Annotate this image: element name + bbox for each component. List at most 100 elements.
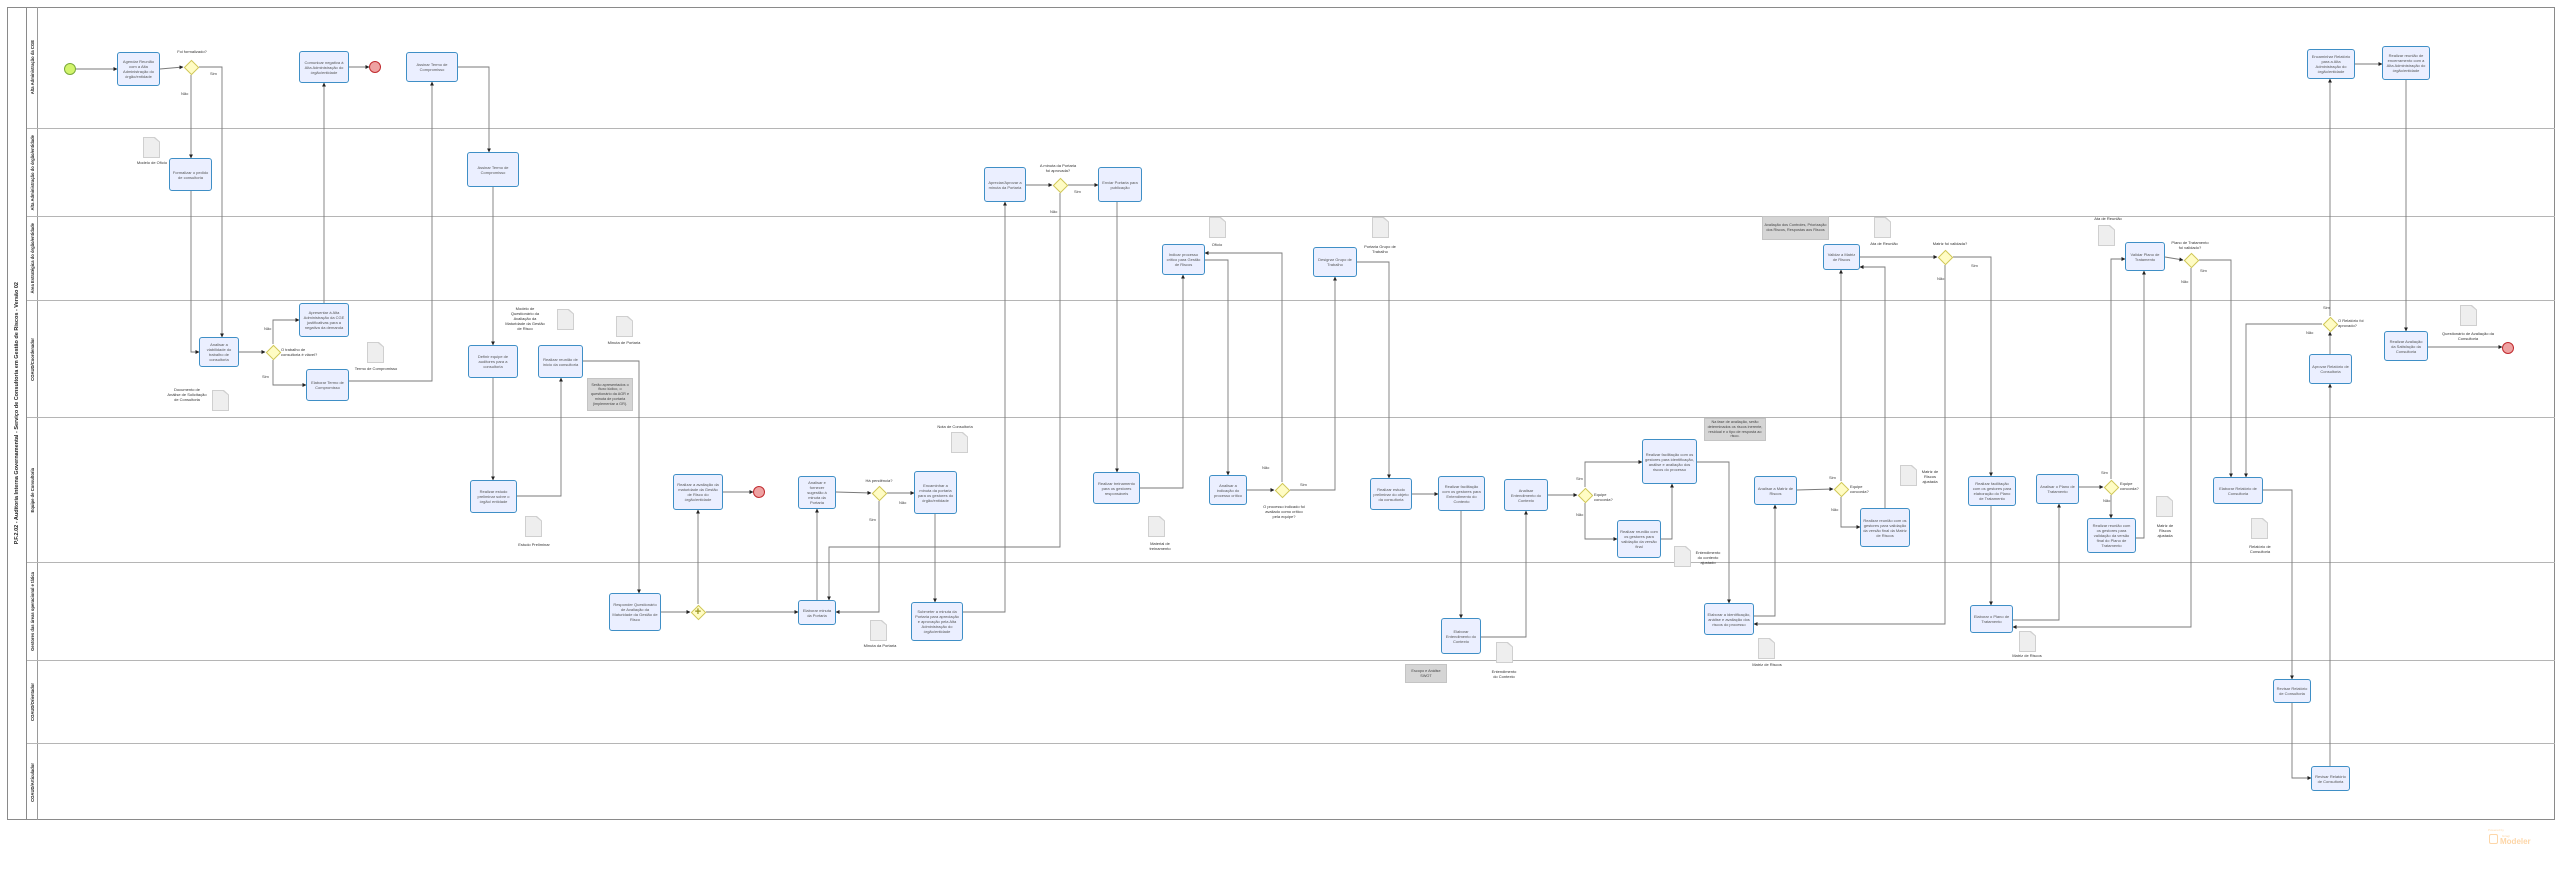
task-t2[interactable]: Comunicar negativa à Alta Administração … xyxy=(299,51,349,83)
task-t45[interactable]: Revisar Relatório de Consultoria xyxy=(2311,766,2350,791)
task-t8[interactable]: Elaborar Termo de Compromisso xyxy=(306,369,349,401)
task-t23[interactable]: Designar Grupo de Trabalho xyxy=(1313,247,1357,277)
document-icon xyxy=(1496,642,1513,663)
document-icon xyxy=(2156,496,2173,517)
document-label: Minuta da Portaria xyxy=(863,643,897,648)
task-t44[interactable]: Revisar Relatório de Consultoria xyxy=(2273,679,2311,703)
document-icon xyxy=(1148,516,1165,537)
gateway-question: O trabalho de consultoria é viável? xyxy=(281,347,318,357)
gateway-question: O processo indicado foi avaliado como cr… xyxy=(1263,504,1305,519)
document-label: Matriz de Riscos ajustada xyxy=(2156,523,2174,538)
task-t29[interactable]: Elaborar Entendimento do Contexto xyxy=(1441,618,1481,654)
task-t1[interactable]: Agendar Reunião com a Alta Administração… xyxy=(117,52,160,86)
branch-label: Não xyxy=(899,500,907,505)
document-label: Entendimento do Contexto xyxy=(1491,669,1517,679)
task-t28[interactable]: Realizar reunião com os gestores para va… xyxy=(1617,520,1661,558)
task-t42[interactable]: Realizar Avaliação da Satisfação da Cons… xyxy=(2384,331,2428,361)
document-icon xyxy=(1209,217,1226,238)
document-icon xyxy=(367,342,384,363)
task-t32[interactable]: Realizar reunião com os gestores para va… xyxy=(1860,508,1910,547)
lane-header: COAUD/Orientador xyxy=(27,661,38,743)
document-label: Material de treinamento xyxy=(1149,541,1171,551)
task-t39[interactable]: Encaminhar Relatório para a Alta Adminis… xyxy=(2307,49,2355,79)
task-t22[interactable]: Analisar a indicação do processo crítico xyxy=(1209,475,1247,505)
branch-label: Não xyxy=(1262,465,1270,470)
sequence-flow xyxy=(349,81,434,382)
task-t41[interactable]: Aprovar Relatório de Consultoria xyxy=(2309,354,2352,384)
task-t36[interactable]: Realizar reunião com os gestores para va… xyxy=(2087,518,2136,553)
task-t10[interactable]: Realizar reunião de início da consultori… xyxy=(538,345,583,378)
task-t26[interactable]: Analisar Entendimento do Contexto xyxy=(1504,479,1548,511)
sequence-flow xyxy=(272,318,300,344)
sequence-flow xyxy=(159,65,184,70)
document-label: Matriz de Riscos xyxy=(1752,662,1782,667)
task-t21[interactable]: Indicar processo crítico para Gestão de … xyxy=(1162,244,1205,275)
sequence-flow xyxy=(458,66,491,153)
sequence-flow xyxy=(1796,487,1834,492)
document-label: Ata de Reunião xyxy=(2094,216,2122,221)
sequence-flow xyxy=(1661,483,1674,540)
gateway-question: A minuta da Portaria foi aprovada? xyxy=(1039,163,1077,173)
task-t15[interactable]: Elaborar minuta da Portaria xyxy=(798,600,836,625)
document-icon xyxy=(2019,631,2036,652)
branch-label: Sim xyxy=(1576,476,1583,481)
task-t20[interactable]: Realizar treinamento para os gestores re… xyxy=(1093,472,1140,504)
branch-label: Não xyxy=(181,91,189,96)
task-t38[interactable]: Validar Plano de Tratamento xyxy=(2125,242,2165,271)
task-t35[interactable]: Analisar o Plano de Tratamento xyxy=(2036,474,2079,504)
task-t12[interactable]: Realizar a avaliação da maturidade da Ge… xyxy=(673,474,723,510)
sequence-flow xyxy=(1140,274,1185,489)
logo-cube-icon xyxy=(2489,834,2498,844)
task-t18[interactable]: Apreciar/Aprovar a minuta da Portaria xyxy=(984,167,1026,202)
task-t24[interactable]: Realizar estudo preliminar do objeto da … xyxy=(1370,478,1412,510)
sequence-flow xyxy=(2199,259,2233,478)
lane-header: Área Estratégica do órgão/entidade xyxy=(27,217,38,300)
text-annotation: Serão apresentados o fluxo lúdico, o que… xyxy=(587,378,633,411)
sequence-flow xyxy=(2136,270,2146,539)
branch-label: Não xyxy=(2181,279,2189,284)
document-icon xyxy=(951,432,968,453)
task-t9[interactable]: Definir equipe de auditores para a consu… xyxy=(468,345,518,378)
document-icon xyxy=(1900,465,1917,486)
swimlane: Área Estratégica do órgão/entidade xyxy=(27,216,2555,300)
document-label: Modelo de Questionário da Avaliação da M… xyxy=(505,306,545,331)
task-t40[interactable]: Realizar reunião de encerramento com a A… xyxy=(2382,46,2430,80)
task-t17[interactable]: Submeter a minuta da Portaria para aprec… xyxy=(911,602,963,641)
lane-header: Gestores das áreas operacional e tática xyxy=(27,563,38,660)
branch-label: Sim xyxy=(1300,482,1307,487)
task-t16[interactable]: Encaminhar a minuta da portaria para os … xyxy=(914,471,957,514)
task-t34[interactable]: Realizar facilitação com os gestores par… xyxy=(1968,476,2016,506)
document-label: Termo de Compromisso xyxy=(354,366,398,371)
task-t13[interactable]: Analisar e fornecer sugestão à minuta da… xyxy=(798,476,836,509)
task-t14[interactable]: Responder Questionário de Avaliação da M… xyxy=(609,593,661,631)
task-t6[interactable]: Apresentar à Alta Administração da CGE j… xyxy=(299,303,349,337)
task-t11[interactable]: Realizar estudo preliminar sobre o órgão… xyxy=(470,480,517,513)
document-label: Portaria Grupo de Trabalho xyxy=(1364,244,1396,254)
branch-label: Sim xyxy=(210,71,217,76)
document-icon xyxy=(870,620,887,641)
task-t7[interactable]: Analisar a viabilidade do trabalho de co… xyxy=(199,337,239,367)
sequence-flow xyxy=(1584,460,1643,487)
sequence-flow xyxy=(583,360,641,594)
task-t19[interactable]: Enviar Portaria para publicação xyxy=(1098,167,1142,202)
task-t37[interactable]: Elaborar o Plano de Tratamento xyxy=(1970,605,2013,633)
text-annotation: Avaliação dos Controles, Priorização dos… xyxy=(1762,216,1829,240)
document-label: Minuta de Portaria xyxy=(607,340,641,345)
task-t33[interactable]: Validar a Matriz de Riscos xyxy=(1823,244,1860,270)
branch-label: Não xyxy=(2103,498,2111,503)
task-t30[interactable]: Elaborar a identificação, análise e aval… xyxy=(1704,603,1754,635)
task-t5[interactable]: Assinar Termo de Compromisso xyxy=(467,152,519,187)
swimlane: Gestores das áreas operacional e tática xyxy=(27,562,2555,660)
task-t4[interactable]: Formalizar o pedido de consultoria xyxy=(169,158,212,191)
task-t27[interactable]: Realizar facilitação com os gestores par… xyxy=(1642,439,1697,484)
task-t43[interactable]: Elaborar Relatório de Consultoria xyxy=(2213,477,2263,504)
document-icon xyxy=(212,390,229,411)
task-t25[interactable]: Realizar facilitação com os gestores par… xyxy=(1438,476,1485,511)
sequence-flow xyxy=(1753,265,1946,626)
sequence-flow xyxy=(517,377,563,497)
end-event xyxy=(2502,342,2514,354)
task-t3[interactable]: Assinar Termo de Compromisso xyxy=(406,52,458,82)
task-t31[interactable]: Analisar a Matriz de Riscos xyxy=(1754,476,1797,505)
